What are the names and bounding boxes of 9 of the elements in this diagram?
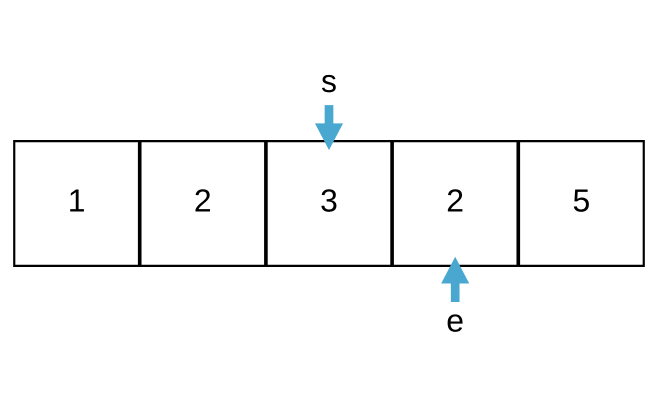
node-text: s [321,62,337,98]
arrow [314,104,344,150]
node-box: 2 [139,140,266,266]
node-text: e [446,302,464,338]
node-box: 3 [266,140,392,266]
node-box: 2 [392,140,519,266]
arrow [441,256,470,302]
node-box: 5 [518,140,645,266]
node-box: 1 [13,140,140,266]
